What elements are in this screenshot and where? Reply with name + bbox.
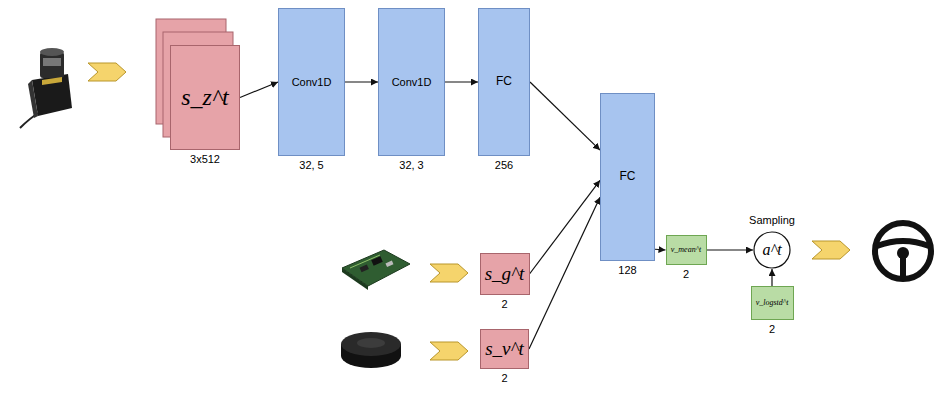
node-label: s_z^t bbox=[181, 84, 228, 110]
node-label: FC bbox=[620, 170, 636, 183]
connector-arrow bbox=[240, 82, 278, 98]
dense-layer: FC256 bbox=[478, 8, 530, 156]
node-label: Conv1D bbox=[292, 76, 332, 88]
node-label: v_mean^t bbox=[671, 246, 701, 255]
dimension-label: 2 bbox=[501, 372, 507, 384]
steering-wheel-icon bbox=[875, 223, 931, 279]
node-label: a^t bbox=[762, 241, 781, 259]
dimension-label: 32, 5 bbox=[299, 159, 323, 171]
output-vector: v_mean^t2 bbox=[666, 235, 707, 265]
dimension-label: 2 bbox=[683, 268, 689, 280]
dimension-label: 128 bbox=[618, 264, 636, 276]
input-tensor: s_v^t2 bbox=[480, 329, 529, 369]
flow-chevron bbox=[88, 63, 850, 360]
connector-arrow bbox=[445, 81, 478, 82]
node-label: v_logstd^t bbox=[756, 299, 789, 308]
connector-arrow bbox=[655, 249, 666, 251]
sampling-circle: Samplinga^t bbox=[753, 231, 791, 269]
node-label: FC bbox=[496, 75, 512, 88]
dimension-label: 2 bbox=[501, 298, 507, 310]
dimension-label: Sampling bbox=[749, 214, 795, 226]
connector-arrow bbox=[530, 82, 600, 150]
connector-arrow bbox=[707, 249, 754, 250]
input-tensor: s_z^t3x512 bbox=[170, 45, 240, 150]
node-label: s_g^t bbox=[485, 264, 525, 285]
input-tensor: s_g^t2 bbox=[480, 253, 530, 295]
conv-layer: Conv1D32, 3 bbox=[378, 8, 445, 156]
dimension-label: 32, 3 bbox=[399, 159, 423, 171]
dense-layer: FC128 bbox=[600, 93, 655, 261]
conv-layer: Conv1D32, 5 bbox=[278, 8, 345, 156]
output-vector: v_logstd^t2 bbox=[751, 286, 794, 320]
board-icon bbox=[342, 250, 410, 290]
node-label: s_v^t bbox=[485, 339, 524, 360]
connector-arrow bbox=[529, 197, 600, 349]
connector-arrow bbox=[771, 269, 772, 286]
connector-arrow bbox=[345, 81, 378, 82]
connector-arrow bbox=[530, 180, 601, 274]
dimension-label: 2 bbox=[769, 323, 775, 335]
odometry-icon bbox=[341, 332, 401, 368]
node-label: Conv1D bbox=[392, 76, 432, 88]
dimension-label: 3x512 bbox=[190, 153, 220, 165]
dimension-label: 256 bbox=[495, 159, 513, 171]
lidar-icon bbox=[20, 48, 72, 128]
